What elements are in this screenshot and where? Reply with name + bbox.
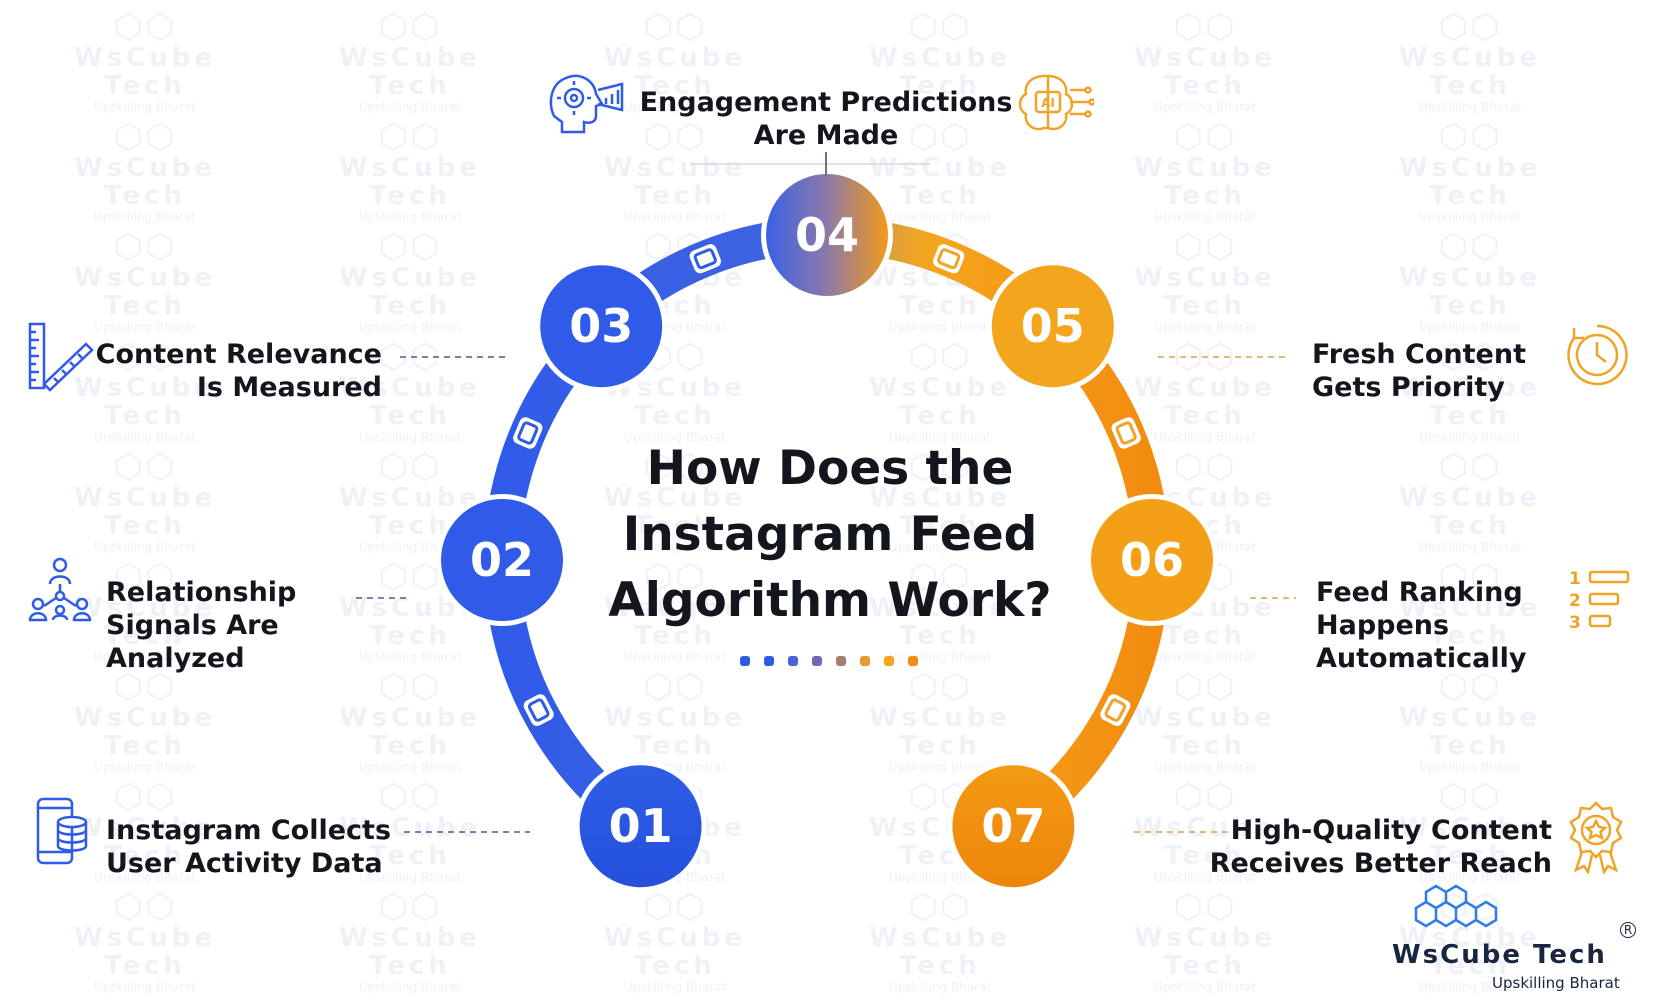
chain-link bbox=[1100, 694, 1131, 726]
step-01-circle bbox=[579, 765, 702, 888]
step-02-number: 02 bbox=[470, 533, 534, 587]
chain-link bbox=[1111, 417, 1141, 449]
ring-chain-links bbox=[513, 244, 1141, 726]
step-06-node: 06 bbox=[1086, 494, 1218, 626]
step-06-circle bbox=[1091, 499, 1213, 621]
step-06-label: Feed Ranking Happens Automatically bbox=[1316, 577, 1527, 674]
title-dot bbox=[764, 656, 774, 666]
decorative-dots bbox=[740, 656, 918, 666]
step-02-circle bbox=[441, 499, 563, 621]
step-06-number: 06 bbox=[1120, 533, 1184, 587]
registered-mark: R bbox=[1620, 922, 1636, 938]
chain-link bbox=[933, 244, 965, 274]
svg-text:3: 3 bbox=[1569, 613, 1581, 632]
step-07-number: 07 bbox=[981, 799, 1045, 853]
phone-database-icon bbox=[36, 797, 88, 865]
step-07-circle bbox=[952, 765, 1075, 888]
title-dot bbox=[788, 656, 798, 666]
chain-link bbox=[523, 694, 554, 726]
network-people-icon bbox=[28, 557, 92, 622]
step-03-number: 03 bbox=[569, 299, 633, 353]
title-dot bbox=[860, 656, 870, 666]
step-02-label: Relationship Signals Are Analyzed bbox=[106, 577, 297, 674]
step-05-circle bbox=[991, 265, 1114, 388]
step-04-circle bbox=[766, 174, 888, 296]
step-03-node: 03 bbox=[535, 260, 668, 393]
step-05-node: 05 bbox=[986, 260, 1119, 393]
ruler-icon bbox=[28, 322, 94, 392]
title-dot bbox=[740, 656, 750, 666]
chain-link bbox=[689, 244, 721, 274]
step-03-label: Content Relevance Is Measured bbox=[95, 339, 382, 403]
svg-text:1: 1 bbox=[1569, 569, 1581, 589]
step-02-node: 02 bbox=[436, 494, 568, 626]
step-04-label: Engagement Predictions Are Made bbox=[639, 87, 1013, 151]
svg-text:AI: AI bbox=[1041, 96, 1055, 110]
brand-name: WsCube Tech bbox=[1392, 940, 1607, 970]
title-dot bbox=[908, 656, 918, 666]
step-07-label: High-Quality Content Receives Better Rea… bbox=[1209, 815, 1552, 879]
award-badge-icon bbox=[1569, 801, 1623, 874]
brand-logo: WsCube Tech R Upskilling Bharat bbox=[1392, 882, 1642, 992]
step-01-number: 01 bbox=[609, 799, 673, 853]
dashed-connectors bbox=[356, 356, 1296, 833]
step-04-number: 04 bbox=[795, 208, 859, 262]
clock-refresh-icon bbox=[1567, 324, 1628, 386]
diagram-title: How Does the Instagram Feed Algorithm Wo… bbox=[608, 441, 1052, 628]
title-dot bbox=[836, 656, 846, 666]
step-03-circle bbox=[540, 265, 663, 388]
svg-text:2: 2 bbox=[1569, 591, 1581, 611]
ai-brain-icon: AI bbox=[1018, 74, 1094, 131]
title-dot bbox=[884, 656, 894, 666]
brand-hexagon-mark bbox=[1414, 884, 1498, 928]
step-05-label: Fresh Content Gets Priority bbox=[1312, 339, 1526, 403]
step-01-node: 01 bbox=[574, 760, 707, 893]
ranked-list-icon: 12 3 bbox=[1569, 569, 1630, 632]
step-05-number: 05 bbox=[1021, 299, 1085, 353]
head-gear-chart-icon bbox=[549, 74, 624, 134]
brand-tagline: Upskilling Bharat bbox=[1492, 974, 1620, 992]
chain-link bbox=[513, 417, 543, 449]
step-07-node: 07 bbox=[947, 760, 1080, 893]
step-04-node: 04 bbox=[761, 169, 893, 301]
step-nodes: 01 02 03 04 05 06 07 bbox=[436, 169, 1218, 893]
title-dot bbox=[812, 656, 822, 666]
step-01-label: Instagram Collects User Activity Data bbox=[106, 815, 392, 879]
